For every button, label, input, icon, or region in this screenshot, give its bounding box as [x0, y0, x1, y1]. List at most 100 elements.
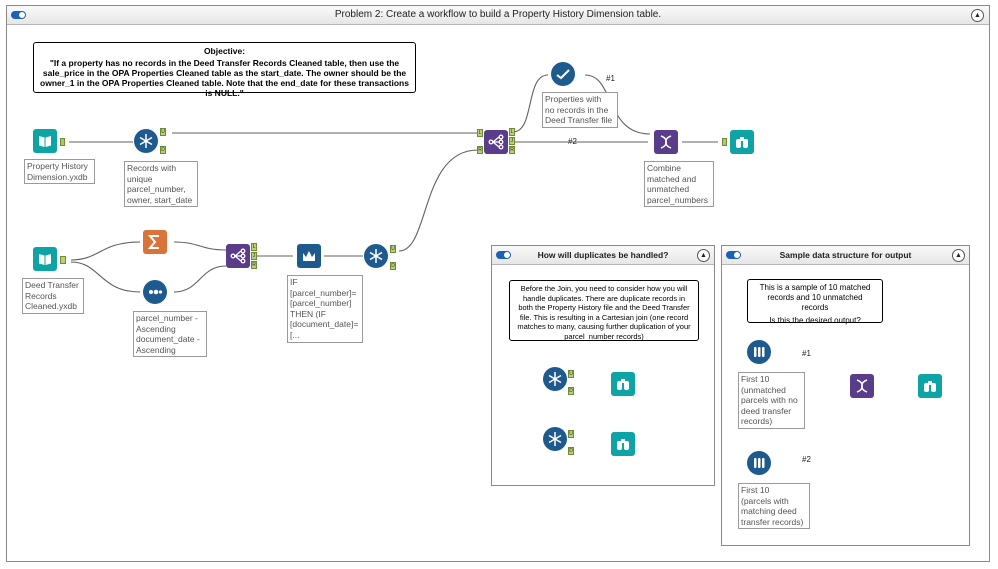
combine-annotation: Combine matched and unmatched parcel_num…	[644, 161, 714, 208]
crown-icon	[303, 251, 315, 261]
output-annotation: Property History Dimension.yxdb	[24, 159, 95, 185]
binoculars-icon	[617, 439, 629, 450]
collapse-icon[interactable]: ▲	[697, 249, 710, 262]
unique2-out-u[interactable]: U	[390, 245, 396, 253]
output-data-tool[interactable]	[33, 129, 57, 153]
unique-tool[interactable]	[134, 129, 158, 153]
join-out-j[interactable]: J	[251, 252, 257, 260]
browse-tool-4[interactable]	[611, 432, 635, 456]
duplicates-panel-bar: How will duplicates be handled? ▲	[492, 246, 714, 265]
first10-unmatched-line: records)	[741, 416, 773, 427]
first10-unmatched-line: parcels with no	[741, 395, 798, 406]
sample-panel-bar: Sample data structure for output ▲	[722, 246, 969, 265]
formula-annotation-line: [parcel_number]	[290, 298, 352, 309]
duplicates-toggle[interactable]	[496, 251, 511, 259]
snowflake-icon	[548, 432, 562, 446]
first10-unmatched-annotation: First 10 (unmatched parcels with no deed…	[738, 372, 805, 429]
combine-line: unmatched	[647, 184, 690, 195]
browse-anchor[interactable]	[722, 138, 727, 146]
container-toggle[interactable]	[11, 11, 26, 19]
sample-toggle[interactable]	[726, 251, 741, 259]
snowflake-icon	[369, 249, 383, 263]
combine-line: Combine	[647, 163, 682, 173]
flask-icon	[754, 347, 765, 357]
sigma-icon	[147, 235, 159, 249]
union-tool[interactable]	[654, 130, 678, 154]
formula-annotation-line: THEN (IF	[290, 308, 326, 319]
join-tool[interactable]	[226, 244, 250, 268]
dots-icon	[149, 289, 163, 295]
join2-in-r[interactable]: R	[477, 146, 483, 154]
join2-out-l[interactable]: L	[509, 128, 515, 136]
unique2-out-d[interactable]: D	[390, 262, 396, 270]
unique-tool-4[interactable]	[543, 427, 567, 451]
first10-unmatched-line: deed transfer	[741, 405, 792, 416]
sort-annotation-line: Ascending	[136, 323, 176, 334]
input-out-anchor[interactable]	[60, 256, 66, 264]
join-tool-2[interactable]	[484, 130, 508, 154]
collapse-icon[interactable]: ▲	[971, 9, 984, 22]
sample-wire-label-1: #1	[802, 349, 811, 358]
wire-label-2: #2	[568, 137, 577, 146]
input-annotation-line: Deed Transfer	[25, 280, 79, 290]
formula-annotation-line: [...	[290, 329, 300, 340]
unique-tool-2[interactable]	[364, 244, 388, 268]
binoculars-icon	[617, 379, 629, 390]
first10-matched-line: transfer records)	[741, 516, 804, 527]
unique-tool-3[interactable]	[543, 367, 567, 391]
sample-note-line2: Is this the desired output?	[769, 316, 861, 325]
sample-tool-1[interactable]	[747, 340, 771, 364]
output-annotation-line: Property History	[27, 161, 88, 171]
check-icon	[556, 69, 570, 80]
browse-tool-3[interactable]	[611, 372, 635, 396]
sample-title: Sample data structure for output	[779, 250, 912, 260]
sample-wire-label-2: #2	[802, 455, 811, 464]
unique3-out-u[interactable]: U	[568, 370, 574, 378]
sort-annotation: parcel_number - Ascending document_date …	[133, 311, 207, 358]
unique4-out-d[interactable]: D	[568, 447, 574, 455]
join2-out-j[interactable]: J	[509, 137, 515, 145]
collapse-icon[interactable]: ▲	[952, 249, 965, 262]
no-records-line: Deed Transfer file	[545, 115, 613, 126]
sort-annotation-line: parcel_number -	[136, 313, 198, 323]
summarize-tool[interactable]	[143, 230, 167, 254]
select-records-tool[interactable]	[551, 62, 575, 86]
sort-annotation-line: Ascending	[136, 344, 176, 355]
join-out-r[interactable]: R	[251, 261, 257, 269]
input-annotation-line: Cleaned.yxdb	[25, 301, 77, 312]
sample-tool-2[interactable]	[747, 451, 771, 475]
main-title: Problem 2: Create a workflow to build a …	[334, 9, 662, 20]
output-anchor[interactable]	[60, 138, 65, 146]
multi-row-formula-tool[interactable]	[297, 244, 321, 268]
sort-annotation-line: document_date -	[136, 334, 200, 345]
main-title-bar: Problem 2: Create a workflow to build a …	[7, 6, 989, 25]
sort-tool[interactable]	[143, 280, 167, 304]
union-tool-2[interactable]	[850, 374, 874, 398]
unique-annotation-line: parcel_number,	[127, 184, 186, 195]
objective-heading: Objective:	[203, 46, 246, 56]
unique-out-u[interactable]: U	[160, 128, 166, 136]
join-out-l[interactable]: L	[251, 243, 257, 251]
unique3-out-d[interactable]: D	[568, 387, 574, 395]
unique4-out-u[interactable]: U	[568, 430, 574, 438]
dna-icon	[660, 135, 672, 149]
input-data-tool[interactable]	[33, 247, 57, 271]
browse-tool-5[interactable]	[918, 374, 942, 398]
no-records-line: no records in the	[545, 104, 609, 115]
unique-annotation-line: owner, start_date	[127, 194, 193, 205]
no-records-line: Properties with	[545, 94, 602, 104]
join2-in-l[interactable]: L	[477, 129, 483, 137]
snowflake-icon	[139, 134, 153, 148]
first10-matched-annotation: First 10 (parcels with matching deed tra…	[738, 483, 810, 530]
join-icon	[230, 248, 246, 264]
book-icon	[39, 254, 51, 265]
input-annotation: Deed Transfer Records Cleaned.yxdb	[22, 278, 84, 314]
join2-out-r[interactable]: R	[509, 146, 515, 154]
join-icon	[488, 134, 504, 150]
combine-line: matched and	[647, 173, 697, 184]
formula-annotation-line: [parcel_number]=	[290, 287, 357, 298]
browse-tool[interactable]	[730, 130, 754, 154]
unique-out-d[interactable]: D	[160, 146, 166, 154]
input-annotation-line: Records	[25, 290, 57, 301]
snowflake-icon	[548, 372, 562, 386]
